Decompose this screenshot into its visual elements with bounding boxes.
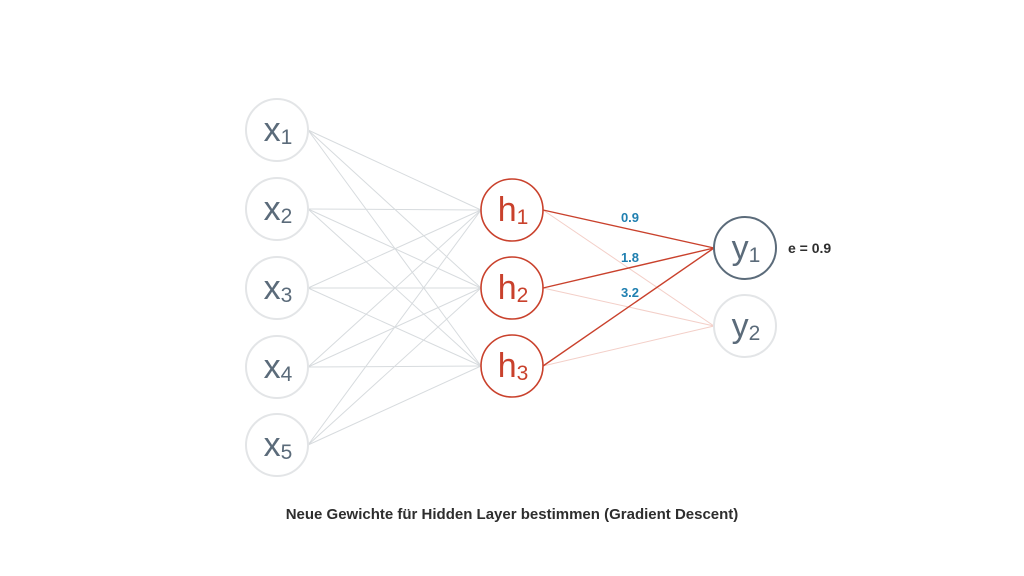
weight-label-h1-y1: 0.9	[621, 210, 639, 225]
edge-x5-h3	[307, 365, 482, 446]
hidden-node-h1: h1	[480, 178, 544, 242]
input-node-x5-label: x5	[264, 426, 293, 464]
edge-h2-y1	[542, 247, 715, 289]
diagram-caption: Neue Gewichte für Hidden Layer bestimmen…	[285, 506, 739, 523]
input-node-x1-circle	[245, 98, 309, 162]
input-node-x1-label: x1	[264, 111, 293, 149]
input-node-x1: x1	[245, 98, 309, 162]
weight-label-h3-y1: 3.2	[621, 285, 639, 300]
hidden-node-h3-label: h3	[498, 347, 529, 385]
input-node-x5-circle	[245, 413, 309, 477]
weight-labels: 0.9 1.8 3.2 e = 0.9	[621, 210, 831, 300]
output-node-y1-circle	[713, 216, 777, 280]
edge-h3-y1	[542, 247, 715, 367]
edge-x1-h1	[307, 129, 482, 211]
edge-h1-y1	[542, 209, 715, 249]
input-node-x2-label: x2	[264, 190, 293, 228]
output-node-y2-circle	[713, 294, 777, 358]
edge-x5-h1	[307, 209, 482, 446]
output-node-y2-label: y2	[732, 307, 761, 345]
hidden-node-h2: h2	[480, 256, 544, 320]
network-nodes: x1 x2 x3 x4 x5 h1 h2 h3 y1 y2	[245, 98, 777, 477]
output-node-y1-label: y1	[732, 229, 761, 267]
input-node-x2: x2	[245, 177, 309, 241]
input-node-x4: x4	[245, 335, 309, 399]
input-node-x4-circle	[245, 335, 309, 399]
error-label-y1: e = 0.9	[788, 240, 831, 256]
hidden-node-h2-circle	[480, 256, 544, 320]
edge-x4-h1	[307, 209, 482, 368]
edge-x3-h1	[307, 209, 482, 289]
hidden-node-h1-circle	[480, 178, 544, 242]
input-node-x3-circle	[245, 256, 309, 320]
hidden-node-h2-label: h2	[498, 269, 529, 307]
hidden-node-h3-circle	[480, 334, 544, 398]
output-node-y1: y1	[713, 216, 777, 280]
weight-label-h2-y1: 1.8	[621, 250, 639, 265]
edge-x2-h1	[307, 208, 482, 211]
input-node-x2-circle	[245, 177, 309, 241]
hidden-node-h1-label: h1	[498, 191, 529, 229]
hidden-y1-edges	[542, 209, 715, 367]
input-node-x5: x5	[245, 413, 309, 477]
edge-x5-h2	[307, 287, 482, 446]
edge-h3-y2	[542, 325, 715, 367]
output-node-y2: y2	[713, 294, 777, 358]
input-node-x3-label: x3	[264, 269, 293, 307]
input-node-x4-label: x4	[264, 348, 293, 386]
hidden-node-h3: h3	[480, 334, 544, 398]
input-hidden-edges	[307, 129, 482, 446]
input-node-x3: x3	[245, 256, 309, 320]
